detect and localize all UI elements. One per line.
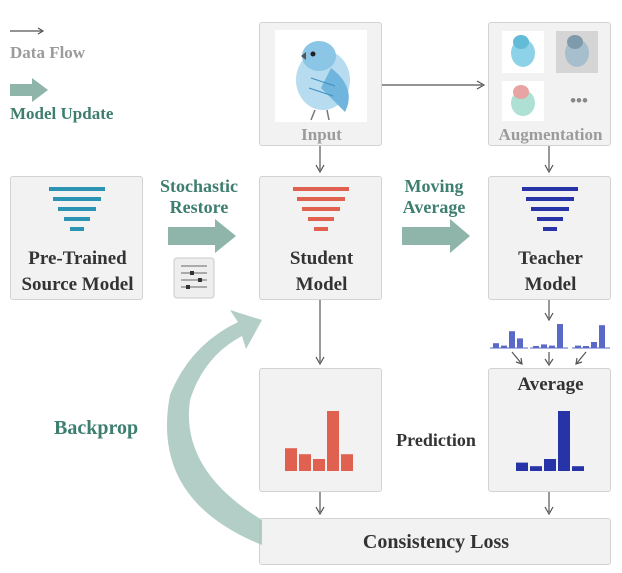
backprop-label: Backprop xyxy=(54,417,139,439)
augmented-prediction-bar xyxy=(533,346,539,348)
student-prediction-bar xyxy=(313,459,325,471)
augmented-prediction-bar xyxy=(575,345,581,348)
stochastic-restore-line1: Stochastic xyxy=(160,176,238,196)
moving-average-arrow xyxy=(402,219,470,253)
teacher-average-bar xyxy=(530,466,542,471)
teacher-average-bar xyxy=(572,466,584,471)
legend-data-flow: Data Flow xyxy=(10,43,86,62)
bird-image xyxy=(275,30,367,122)
moving-average-line1: Moving xyxy=(404,176,464,196)
student-prediction-bar xyxy=(285,448,297,471)
source-model-label-line1: Pre-Trained xyxy=(28,248,127,269)
average-label: Average xyxy=(517,374,584,395)
teacher-average-chart xyxy=(516,411,584,471)
mask-icon xyxy=(173,257,215,299)
augmentation-label: Augmentation xyxy=(498,125,603,144)
backprop-arrow xyxy=(166,310,262,545)
augmentation-more-icon: ••• xyxy=(570,91,588,110)
stochastic-restore-line2: Restore xyxy=(169,197,229,217)
student-prediction-bar xyxy=(341,454,353,471)
augmented-prediction-bar xyxy=(549,345,555,348)
augmented-prediction-bar xyxy=(501,345,507,348)
augmented-prediction-bar xyxy=(557,324,563,348)
input-label: Input xyxy=(301,125,342,144)
student-model-label-line2: Model xyxy=(295,274,348,295)
teacher-model-icon xyxy=(522,187,578,231)
source-model-icon xyxy=(49,187,105,231)
source-model-box: Pre-Trained Source Model xyxy=(10,176,143,300)
student-model-label-line1: Student xyxy=(289,248,354,269)
legend-model-update: Model Update xyxy=(10,104,114,123)
consistency-loss-box: Consistency Loss xyxy=(259,518,611,565)
student-prediction-bar xyxy=(327,411,339,471)
augmented-prediction-bar xyxy=(591,342,597,348)
teacher-average-bar xyxy=(516,462,528,471)
augmented-prediction-bar xyxy=(599,325,605,348)
student-prediction-chart xyxy=(285,411,353,471)
model-update-arrow-icon xyxy=(10,78,48,102)
teacher-model-label-line2: Model xyxy=(524,274,577,295)
teacher-average-bar xyxy=(558,411,570,471)
prediction-label: Prediction xyxy=(396,430,476,450)
teacher-model-label-line1: Teacher xyxy=(518,248,583,269)
teacher-average-bar xyxy=(544,459,556,471)
augmented-prediction-bar xyxy=(541,344,547,348)
consistency-loss-label: Consistency Loss xyxy=(362,531,510,553)
moving-average-line2: Average xyxy=(402,197,466,217)
teacher-average-box: Average xyxy=(488,368,611,492)
augmented-prediction-bar xyxy=(517,338,523,348)
augmentation-box: ••• Augmentation xyxy=(488,22,611,146)
augmented-prediction-bar xyxy=(583,346,589,348)
augmented-prediction-bar xyxy=(509,331,515,348)
stochastic-restore-arrow xyxy=(168,219,236,253)
augmented-images xyxy=(502,31,598,121)
student-prediction-box xyxy=(259,368,382,492)
student-model-icon xyxy=(293,187,349,231)
input-box: Input xyxy=(259,22,382,146)
teacher-model-box: Teacher Model xyxy=(488,176,611,300)
student-prediction-bar xyxy=(299,454,311,471)
augmented-prediction-bar xyxy=(493,343,499,348)
student-model-box: Student Model xyxy=(259,176,382,300)
source-model-label-line2: Source Model xyxy=(21,274,134,295)
